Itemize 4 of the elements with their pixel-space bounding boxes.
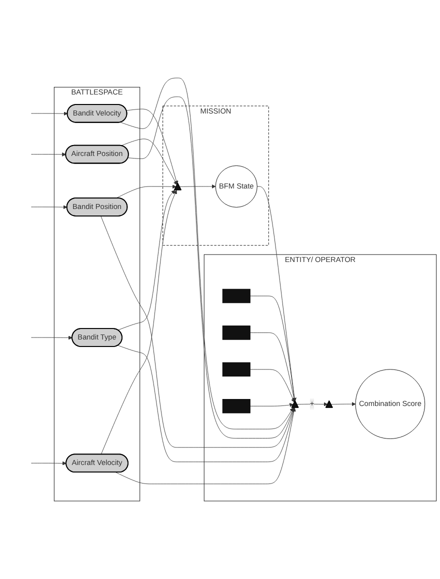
node-bar <box>222 288 250 304</box>
node-bar <box>222 399 250 414</box>
node-bar <box>222 362 250 377</box>
node-bar <box>222 326 250 340</box>
